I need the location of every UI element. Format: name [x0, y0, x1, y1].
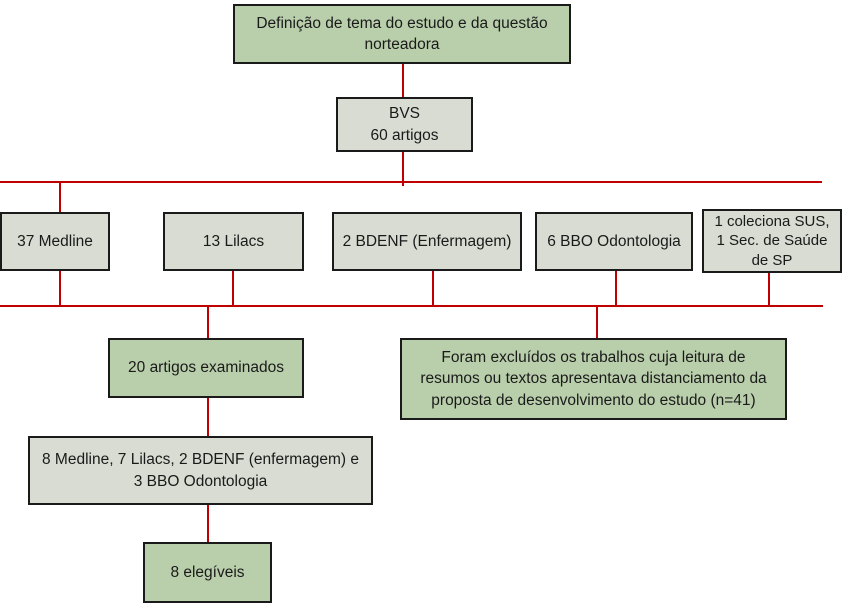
node-text-line: resumos ou textos apresentava distanciam…: [420, 370, 767, 388]
node-text-line: 60 artigos: [370, 126, 439, 144]
connector-rail-top: [0, 181, 822, 183]
node-selecionados-por-base: 8 Medline, 7 Lilacs, 2 BDENF (enfermagem…: [28, 436, 373, 505]
node-text-line: 8 Medline, 7 Lilacs, 2 BDENF (enfermagem…: [41, 451, 360, 469]
connector-rail-examinados: [207, 307, 209, 338]
node-medline: 37 Medline: [0, 212, 110, 271]
node-text-line: norteadora: [364, 36, 440, 53]
node-text-line: 13 Lilacs: [202, 232, 265, 250]
node-text-line: 1 Sec. de Saúde: [716, 232, 828, 250]
node-text-line: 3 BBO Odontologia: [133, 472, 268, 490]
connector-bvs-rail: [402, 152, 404, 186]
node-text-line: de SP: [751, 251, 793, 269]
node-bvs: BVS 60 artigos: [336, 97, 473, 152]
node-text-line: Definição de tema do estudo e da questão: [256, 14, 548, 32]
connector-lilacs-rail: [232, 271, 234, 305]
node-text-line: 37 Medline: [17, 232, 93, 250]
node-text-line: 2 BDENF (Enfermagem): [342, 232, 512, 250]
node-bbo-odontologia: 6 BBO Odontologia: [535, 212, 693, 271]
connector-selecionados-elegiveis: [207, 505, 209, 542]
connector-rail-bottom: [0, 305, 823, 307]
node-text-line: 6 BBO Odontologia: [547, 232, 681, 250]
connector-examinados-selecionados: [207, 398, 209, 436]
node-lilacs: 13 Lilacs: [163, 212, 304, 271]
node-text-line: 1 coleciona SUS,: [714, 212, 830, 230]
node-text-line: Foram excluídos os trabalhos cuja leitur…: [441, 349, 746, 367]
node-bdenf: 2 BDENF (Enfermagem): [332, 212, 522, 271]
connector-rail-medline: [59, 183, 61, 212]
node-definicao-tema: Definição de tema do estudo e da questão…: [233, 4, 571, 64]
connector-medline-rail: [59, 271, 61, 305]
connector-coleciona-rail: [768, 273, 770, 305]
node-artigos-examinados: 20 artigos examinados: [108, 338, 304, 398]
connector-bdenf-rail: [432, 271, 434, 305]
node-text-line: 20 artigos examinados: [128, 359, 284, 377]
connector-bbo-rail: [615, 271, 617, 305]
node-text-line: BVS: [388, 105, 420, 123]
node-text-line: 8 elegíveis: [170, 563, 245, 581]
connector-rail-excluidos: [596, 307, 598, 338]
node-elegiveis: 8 elegíveis: [143, 542, 272, 603]
node-coleciona-sus: 1 coleciona SUS, 1 Sec. de Saúde de SP: [702, 209, 842, 273]
connector-definicao-bvs: [402, 64, 404, 97]
node-excluidos: Foram excluídos os trabalhos cuja leitur…: [400, 338, 787, 420]
node-text-line: proposta de desenvolvimento do estudo (n…: [431, 391, 756, 409]
